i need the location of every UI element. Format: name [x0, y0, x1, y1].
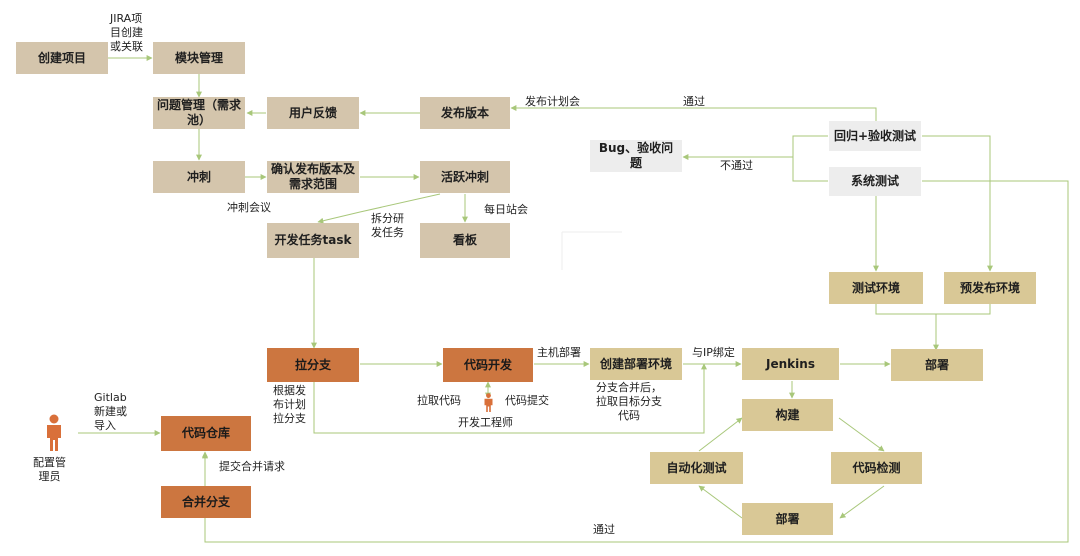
- node-system-test: 系统测试: [829, 167, 921, 196]
- label-release-meeting: 发布计划会: [525, 95, 580, 108]
- label-pull-code: 拉取代码: [417, 394, 461, 407]
- label-bind-ip: 与IP绑定: [692, 346, 735, 359]
- label-dev-engineer: 开发工程师: [458, 416, 513, 429]
- node-auto-test: 自动化测试: [650, 452, 743, 484]
- label-branch-by-plan: 根据发 布计划 拉分支: [273, 384, 306, 425]
- label-code-submit: 代码提交: [505, 394, 549, 407]
- node-dev-task: 开发任务task: [267, 223, 359, 258]
- node-user-feedback: 用户反馈: [267, 97, 359, 129]
- label-daily-standup: 每日站会: [484, 203, 528, 216]
- dev-engineer-person-icon: [484, 393, 493, 412]
- node-create-project: 创建项目: [16, 42, 108, 74]
- node-bug-acceptance-issue: Bug、验收问题: [590, 140, 682, 172]
- label-submit-merge: 提交合并请求: [219, 460, 285, 473]
- label-split-task: 拆分研 发任务: [371, 212, 404, 239]
- node-deploy-bottom: 部署: [742, 503, 833, 535]
- label-host-deploy: 主机部署: [537, 346, 581, 359]
- node-preprod-environment: 预发布环境: [944, 272, 1036, 304]
- node-regression-acceptance-test: 回归+验收测试: [829, 121, 921, 151]
- node-kanban: 看板: [420, 223, 510, 258]
- label-not-pass: 不通过: [720, 159, 753, 172]
- label-pass-top: 通过: [683, 95, 705, 108]
- label-merge-pull-target: 分支合并后， 拉取目标分支 代码: [596, 381, 662, 422]
- node-pull-branch: 拉分支: [267, 348, 359, 382]
- node-create-deploy-environment: 创建部署环境: [590, 348, 682, 380]
- node-build: 构建: [742, 399, 833, 431]
- node-sprint: 冲刺: [153, 161, 245, 193]
- label-admin: 配置管 理员: [33, 456, 66, 483]
- label-gitlab: Gitlab 新建或 导入: [94, 391, 127, 432]
- node-module-management: 模块管理: [153, 42, 245, 74]
- node-issue-management: 问题管理（需求池）: [153, 97, 245, 129]
- node-active-sprint: 活跃冲刺: [420, 161, 510, 193]
- node-code-check: 代码检测: [831, 452, 922, 484]
- node-merge-branch: 合并分支: [161, 486, 251, 518]
- node-deploy-top: 部署: [891, 349, 983, 381]
- node-jenkins: Jenkins: [742, 348, 839, 380]
- node-code-repository: 代码仓库: [161, 416, 251, 451]
- label-jira: JIRA项 目创建 或关联: [110, 12, 143, 53]
- config-admin-person-icon: [47, 414, 61, 451]
- node-release-version: 发布版本: [420, 97, 510, 129]
- label-sprint-meeting: 冲刺会议: [227, 201, 271, 214]
- node-test-environment: 测试环境: [829, 272, 923, 304]
- node-confirm-release-scope: 确认发布版本及需求范围: [267, 161, 359, 193]
- label-pass-bottom: 通过: [593, 523, 615, 536]
- node-code-development: 代码开发: [443, 348, 533, 382]
